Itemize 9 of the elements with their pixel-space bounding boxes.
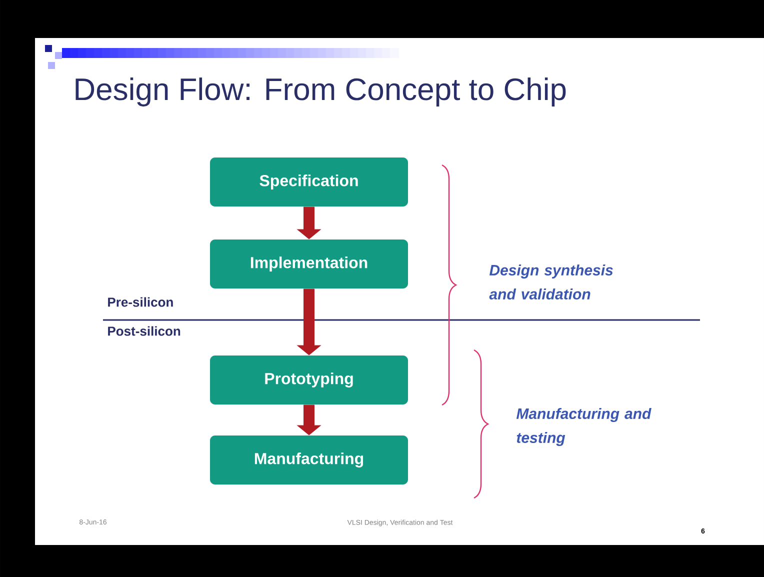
process-box: Prototyping: [210, 356, 408, 404]
slide-title: Design Flow: From Concept to Chip: [76, 78, 566, 106]
process-box: Manufacturing: [210, 436, 408, 484]
bracket-label: Design synthesis and validation: [489, 264, 613, 300]
divider-label: Pre-silicon: [108, 297, 173, 307]
process-box: Implementation: [210, 240, 408, 288]
process-box: Specification: [210, 158, 408, 206]
divider-label: Post-silicon: [108, 326, 180, 336]
bracket-label: Manufacturing and testing: [516, 408, 652, 446]
